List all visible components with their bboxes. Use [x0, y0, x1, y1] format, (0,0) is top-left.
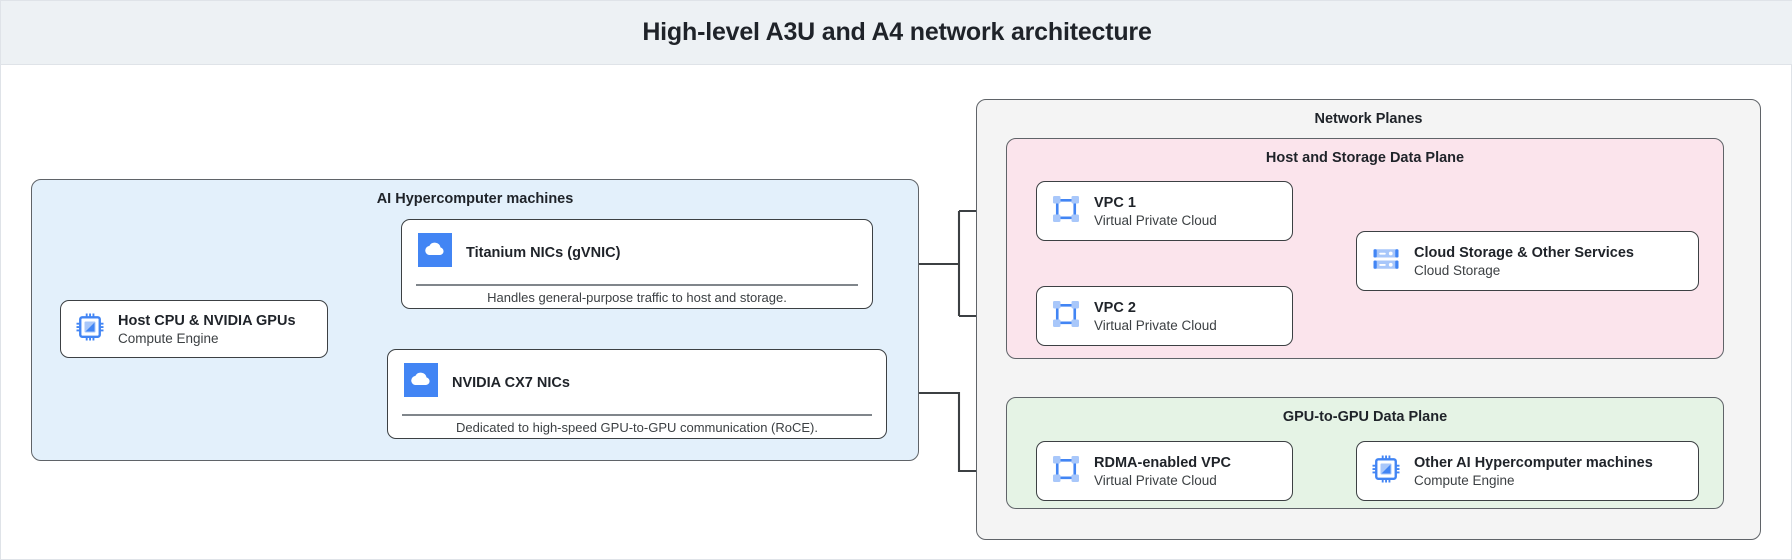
group-title-gpu-to-gpu-data-plane: GPU-to-GPU Data Plane: [1282, 409, 1448, 425]
node-subtitle: Compute Engine: [118, 330, 219, 346]
cpu-chip-icon: [75, 312, 105, 347]
storage-icon: [1371, 244, 1401, 279]
group-title-ai-hypercomputer-machines: AI Hypercomputer machines: [376, 191, 574, 207]
cpu-chip-icon: [1371, 454, 1401, 489]
card-description: Handles general-purpose traffic to host …: [487, 289, 787, 305]
group-title-network-planes: Network Planes: [1314, 111, 1423, 127]
card-nvidia-cx7-nics[interactable]: NVIDIA CX7 NICs Dedicated to high-speed …: [387, 349, 887, 439]
node-cloud-storage[interactable]: Cloud Storage & Other Services Cloud Sto…: [1356, 231, 1699, 291]
card-divider: [402, 414, 872, 416]
cloud-icon: [404, 363, 438, 402]
vpc-icon: [1051, 299, 1081, 334]
node-vpc-1[interactable]: VPC 1 Virtual Private Cloud: [1036, 181, 1293, 241]
node-subtitle: Compute Engine: [1414, 472, 1515, 488]
group-title-host-storage-data-plane: Host and Storage Data Plane: [1265, 150, 1465, 166]
node-subtitle: Virtual Private Cloud: [1094, 472, 1217, 488]
node-subtitle: Virtual Private Cloud: [1094, 212, 1217, 228]
vpc-icon: [1051, 454, 1081, 489]
card-title: Titanium NICs (gVNIC): [466, 244, 621, 261]
node-title: Host CPU & NVIDIA GPUs: [118, 312, 296, 329]
node-host-cpu-gpus[interactable]: Host CPU & NVIDIA GPUs Compute Engine: [60, 300, 328, 358]
node-subtitle: Virtual Private Cloud: [1094, 317, 1217, 333]
cloud-icon: [418, 233, 452, 272]
page-header: High-level A3U and A4 network architectu…: [1, 1, 1792, 65]
node-vpc-2[interactable]: VPC 2 Virtual Private Cloud: [1036, 286, 1293, 346]
node-title: Cloud Storage & Other Services: [1414, 244, 1634, 261]
node-subtitle: Cloud Storage: [1414, 262, 1501, 278]
card-description: Dedicated to high-speed GPU-to-GPU commu…: [456, 419, 818, 435]
node-rdma-enabled-vpc[interactable]: RDMA-enabled VPC Virtual Private Cloud: [1036, 441, 1293, 501]
node-title: VPC 1: [1094, 194, 1136, 211]
card-titanium-nics[interactable]: Titanium NICs (gVNIC) Handles general-pu…: [401, 219, 873, 309]
node-title: Other AI Hypercomputer machines: [1414, 454, 1653, 471]
card-title: NVIDIA CX7 NICs: [452, 374, 570, 391]
vpc-icon: [1051, 194, 1081, 229]
card-divider: [416, 284, 858, 286]
node-title: RDMA-enabled VPC: [1094, 454, 1231, 471]
node-other-ai-hypercomputer-machines[interactable]: Other AI Hypercomputer machines Compute …: [1356, 441, 1699, 501]
page-title: High-level A3U and A4 network architectu…: [642, 18, 1152, 46]
node-title: VPC 2: [1094, 299, 1136, 316]
